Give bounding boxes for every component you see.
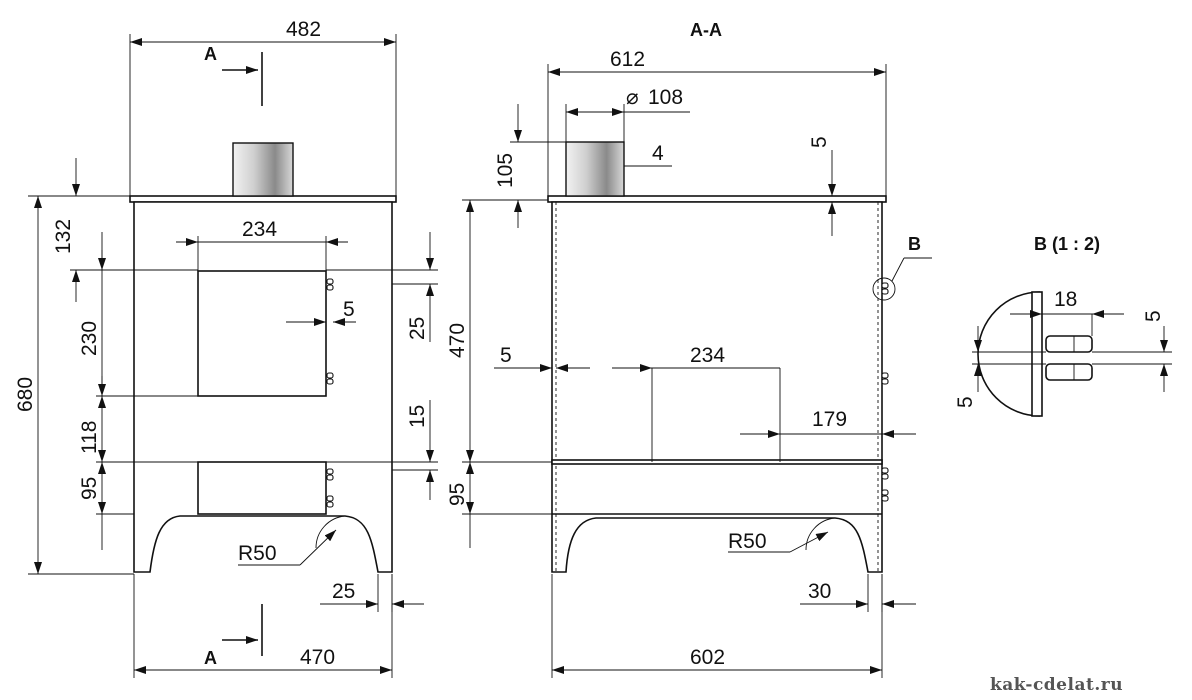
- dim-ash-height: 95: [78, 462, 134, 550]
- grate-plate: [551, 459, 883, 465]
- dim-overall-depth: 612: [547, 48, 887, 196]
- svg-text:179: 179: [812, 408, 847, 431]
- section-chimney-pipe: [565, 141, 625, 197]
- section-top-plate: [547, 195, 887, 203]
- callout-b: B: [872, 234, 932, 301]
- dim-pipe-diameter: ⌀ 108: [565, 86, 690, 142]
- detail-title: B (1 : 2): [1034, 234, 1100, 254]
- dim-door-width: 234: [176, 218, 348, 271]
- svg-text:680: 680: [14, 377, 37, 412]
- dim-section-leg-radius: R50: [728, 517, 836, 553]
- svg-text:25: 25: [332, 580, 355, 603]
- dim-base-depth: 602: [551, 574, 883, 678]
- svg-text:105: 105: [494, 153, 517, 188]
- dim-grate-right: 179: [740, 408, 916, 438]
- svg-text:25: 25: [406, 317, 429, 340]
- svg-text:602: 602: [690, 646, 725, 669]
- ash-door: [197, 461, 327, 515]
- dim-gap-between: 118: [78, 396, 198, 463]
- door-hinges: [326, 278, 334, 508]
- detail-hinge: [1045, 335, 1093, 381]
- watermark: kak-cdelat.ru: [990, 675, 1123, 695]
- svg-text:18: 18: [1054, 288, 1077, 311]
- svg-text:4: 4: [652, 142, 664, 165]
- dim-ash-right: 15: [326, 400, 438, 500]
- svg-text:5: 5: [343, 298, 355, 321]
- front-body-outline: [133, 201, 393, 573]
- svg-text:95: 95: [78, 477, 101, 500]
- dim-hinge-left: 5: [954, 326, 1046, 408]
- section-hinges: [881, 282, 889, 502]
- svg-text:234: 234: [690, 344, 725, 367]
- svg-text:612: 612: [610, 48, 645, 71]
- dim-leg-radius: R50: [238, 515, 346, 566]
- svg-text:470: 470: [300, 646, 335, 669]
- svg-text:5: 5: [1142, 310, 1165, 322]
- svg-text:118: 118: [78, 421, 101, 454]
- dim-top-offset: 132: [52, 158, 198, 302]
- svg-text:R50: R50: [238, 542, 277, 565]
- section-label-top: A: [204, 44, 217, 64]
- svg-text:5: 5: [808, 136, 831, 148]
- svg-text:132: 132: [52, 219, 75, 254]
- front-view: A A 482 470 234: [14, 18, 438, 678]
- dim-wall-left: 5: [494, 344, 590, 372]
- callout-label: B: [908, 234, 921, 254]
- dim-hinge-gap: 5: [286, 298, 356, 326]
- detail-view: B (1 : 2) 18 5: [954, 234, 1172, 417]
- svg-text:30: 30: [808, 580, 831, 603]
- dim-section-leg-width: 30: [800, 574, 916, 612]
- dim-top-thickness: 5: [808, 136, 836, 236]
- dim-body-height: 470: [446, 199, 552, 463]
- svg-text:230: 230: [78, 321, 101, 356]
- svg-text:470: 470: [446, 323, 469, 358]
- dim-pipe-height: 105: [494, 104, 566, 228]
- section-mark-top: A: [204, 44, 263, 106]
- svg-text:R50: R50: [728, 530, 767, 553]
- fuel-door: [197, 270, 327, 397]
- front-top-plate: [129, 195, 397, 203]
- dim-hinge-right: 5: [1092, 310, 1172, 392]
- dim-hinge-length: 18: [1010, 288, 1124, 336]
- svg-text:108: 108: [648, 86, 683, 109]
- section-mark-bottom: A: [204, 604, 263, 668]
- dim-pipe-wall: 4: [624, 142, 672, 167]
- detail-boundary-arc: [977, 291, 1041, 417]
- svg-text:⌀: ⌀: [626, 86, 639, 109]
- svg-text:95: 95: [446, 483, 469, 506]
- dim-overall-width: 482: [129, 18, 397, 196]
- svg-text:5: 5: [500, 344, 512, 367]
- detail-wall: [1031, 291, 1043, 417]
- section-title: A-A: [690, 20, 722, 40]
- section-body-outline: [551, 201, 883, 573]
- section-view: A-A B: [446, 20, 932, 678]
- section-label-bottom: A: [204, 648, 217, 668]
- svg-text:482: 482: [286, 18, 321, 41]
- dim-leg-width: 25: [320, 574, 424, 612]
- front-chimney-pipe: [232, 142, 294, 197]
- dim-door-height: 230: [78, 232, 198, 397]
- dim-grate-width: 234: [612, 344, 781, 462]
- dim-section-ash-height: 95: [446, 462, 552, 548]
- dim-door-right: 25: [326, 232, 438, 342]
- svg-text:5: 5: [954, 396, 977, 408]
- dim-total-height: 680: [14, 195, 134, 575]
- svg-text:15: 15: [406, 405, 429, 428]
- svg-text:234: 234: [242, 218, 277, 241]
